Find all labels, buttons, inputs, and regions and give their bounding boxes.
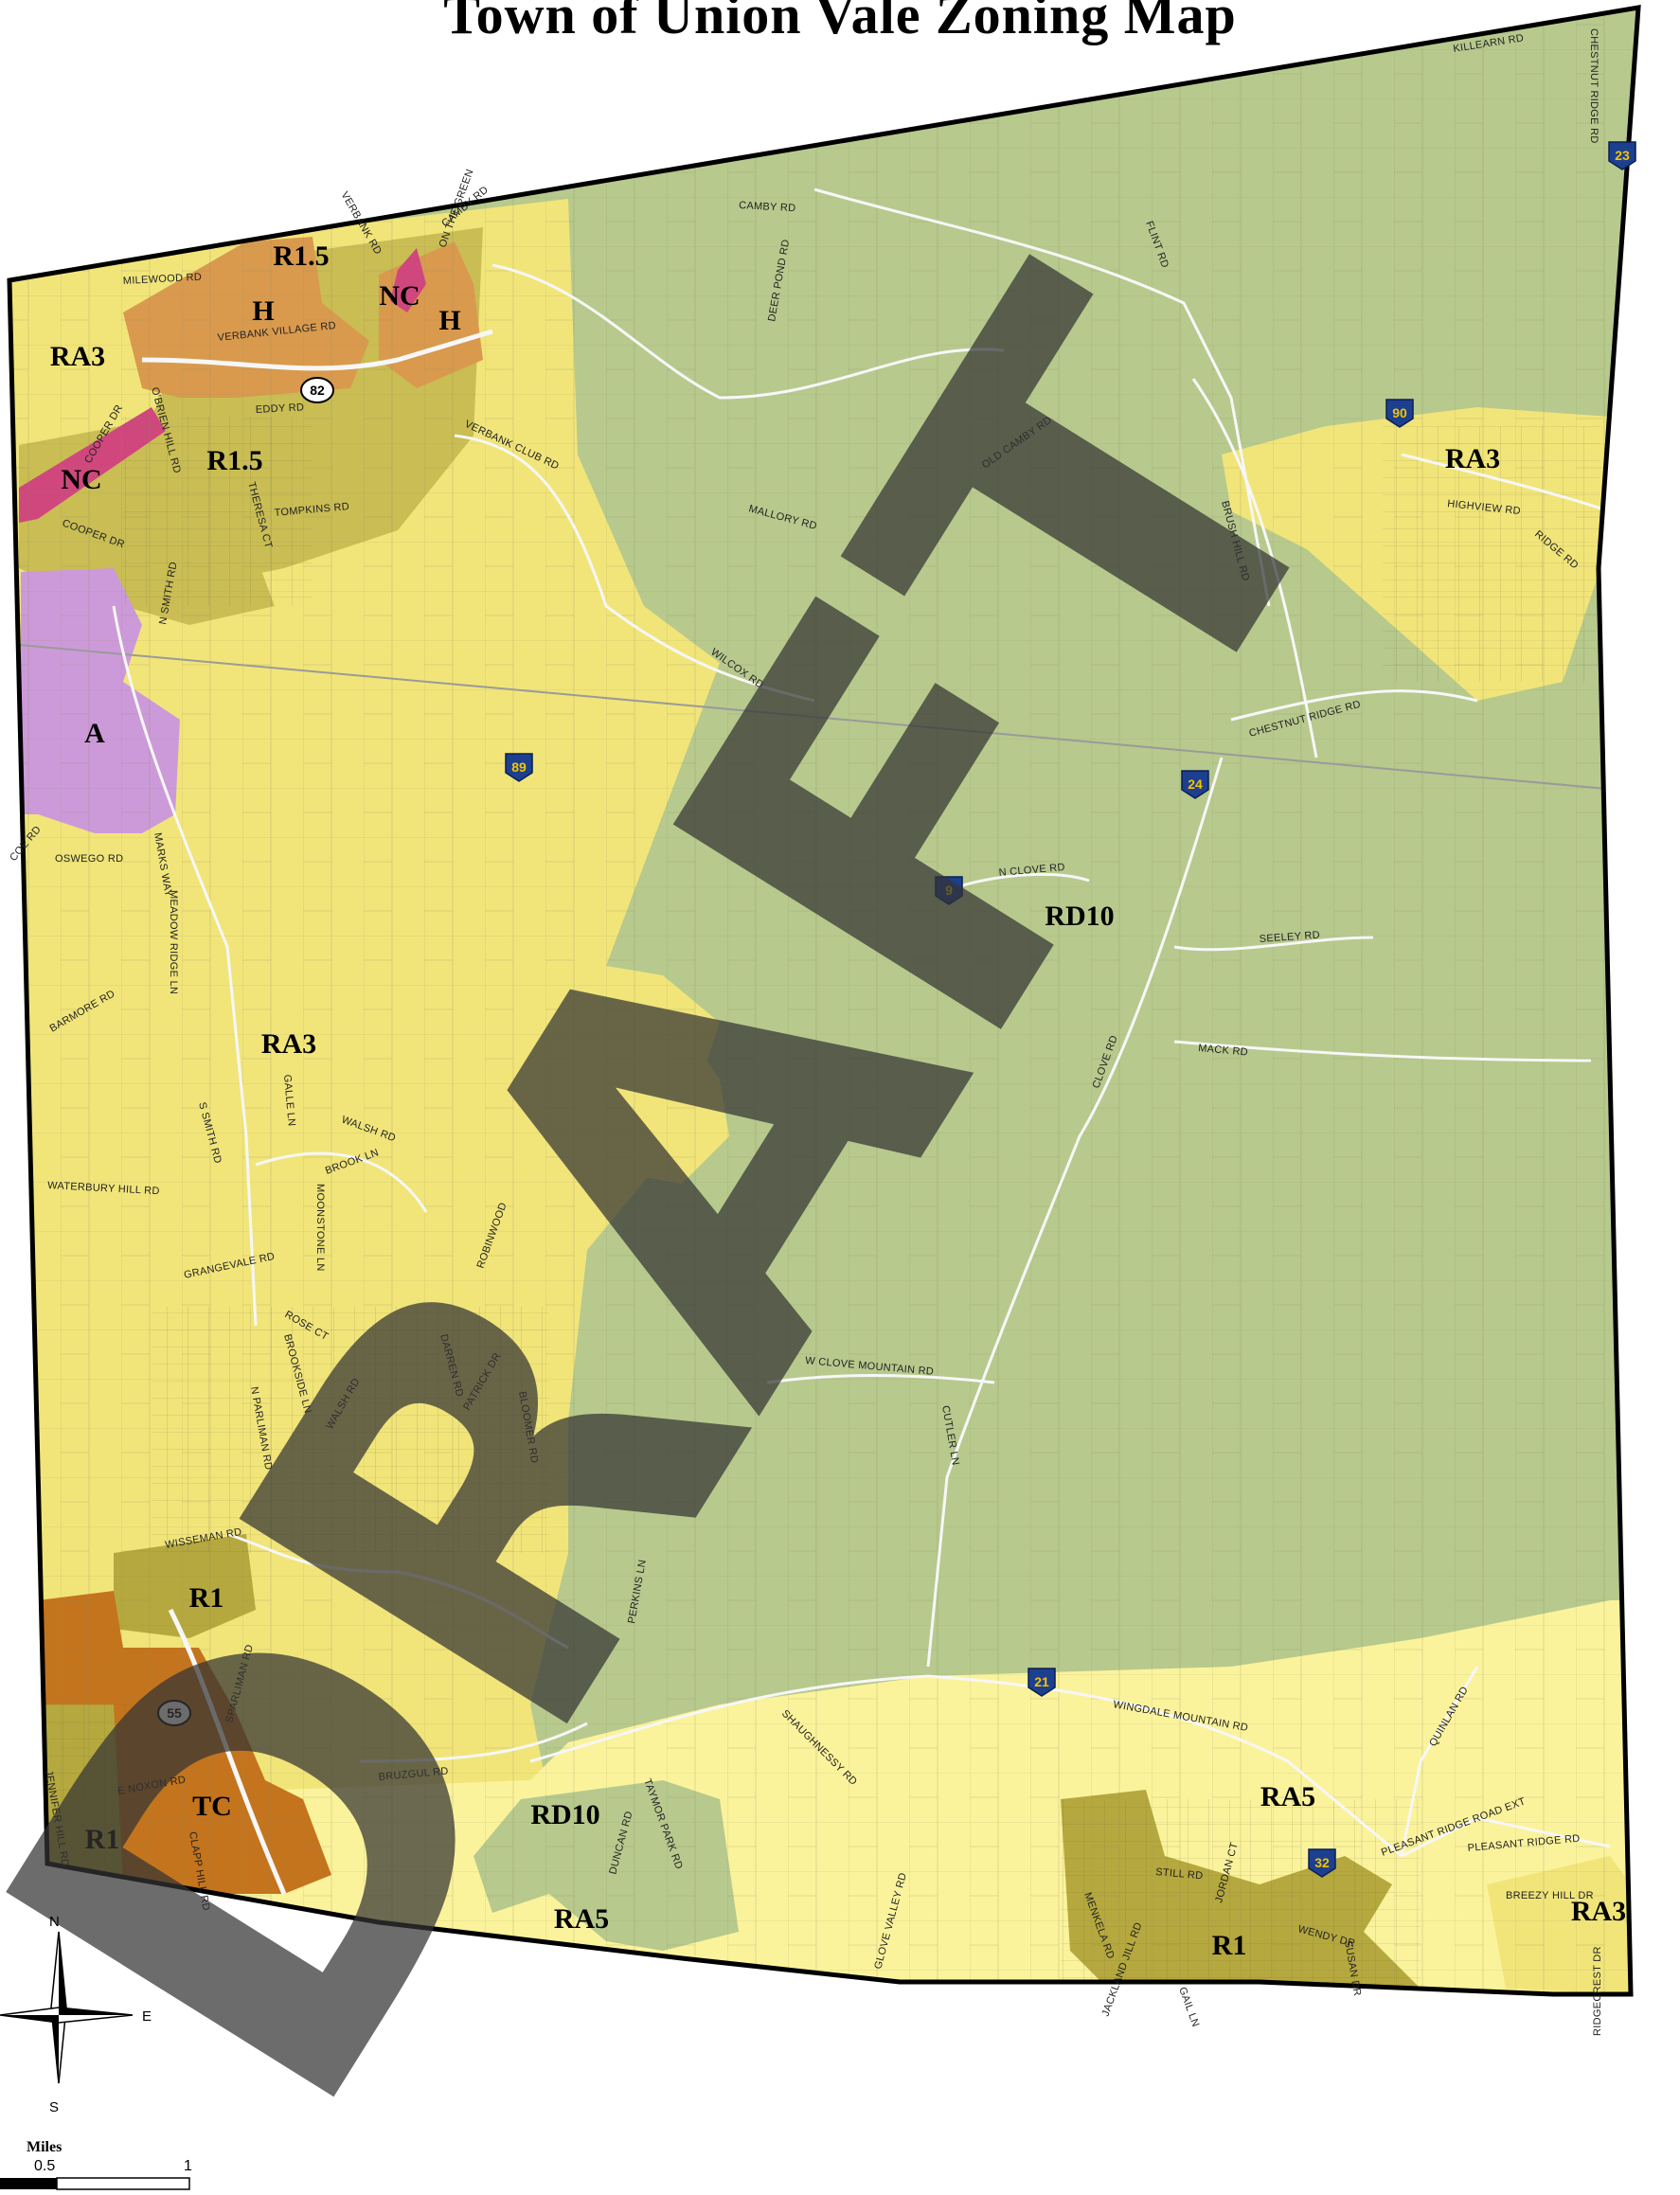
route-shield-9: 9: [935, 876, 963, 905]
road-quinlan[interactable]: [1400, 1666, 1479, 1857]
zone-label-r15-north[interactable]: R1.5: [273, 241, 329, 272]
road-route-82[interactable]: [141, 329, 493, 371]
zone-label-h-west[interactable]: H: [252, 295, 274, 327]
road-label-milewood: MILEWOOD RD: [123, 272, 203, 287]
road-label-still: STILL RD: [1155, 1866, 1204, 1882]
zone-label-ra3-northwest[interactable]: RA3: [50, 341, 105, 372]
zone-labels: RA3 R1.5 H NC H NC R1.5 RA3 A RA3 RD10 R…: [50, 241, 1626, 1961]
road-label-oswego: OSWEGO RD: [55, 853, 123, 865]
route-number-89: 89: [511, 759, 527, 775]
road-label-breezy-hill: BREEZY HILL DR: [1506, 1890, 1594, 1901]
rail-line: [9, 643, 1638, 796]
compass-n: N: [49, 1914, 60, 1930]
road-w-clove-mountain[interactable]: [766, 1374, 995, 1384]
road-camby[interactable]: [813, 187, 1271, 607]
road-mallory[interactable]: [491, 263, 1005, 400]
route-number-32: 32: [1314, 1855, 1330, 1870]
route-number-9: 9: [945, 883, 953, 898]
zone-label-r1-southwest[interactable]: R1: [189, 1582, 224, 1614]
road-walsh[interactable]: [255, 1151, 428, 1213]
road-chestnut-ridge-south[interactable]: [1230, 689, 1478, 722]
route-number-24: 24: [1188, 776, 1203, 792]
zone-label-h-east[interactable]: H: [438, 305, 460, 336]
road-bruzgul[interactable]: [359, 1722, 588, 1763]
route-shields: 82 89 9 24 90 23 21 32 55: [157, 141, 1636, 1878]
road-label-eddy: EDDY RD: [256, 402, 305, 416]
zone-label-ra3-central[interactable]: RA3: [261, 1028, 316, 1060]
road-brush-hill[interactable]: [1191, 378, 1318, 758]
scale-mid: 0.5: [34, 2158, 55, 2174]
road-label-meadow-ridge: MEADOW RIDGE LN: [168, 890, 179, 994]
zone-label-r1-far-southwest[interactable]: R1: [85, 1824, 120, 1855]
zone-label-r1-south[interactable]: R1: [1212, 1930, 1247, 1961]
route-number-55: 55: [167, 1705, 182, 1721]
route-number-21: 21: [1034, 1674, 1049, 1689]
zone-label-rd10-south[interactable]: RD10: [530, 1799, 599, 1830]
route-shield-24: 24: [1181, 770, 1209, 799]
road-label-ridgecrest: RIDGECREST DR: [1592, 1946, 1603, 2036]
route-shield-21: 21: [1028, 1668, 1056, 1697]
dense-parcels: [38, 417, 1600, 1989]
zone-label-rd10-central[interactable]: RD10: [1045, 901, 1114, 932]
zone-label-tc[interactable]: TC: [192, 1791, 232, 1822]
scale-bar: Miles 0.5 1: [0, 2139, 192, 2190]
road-smith[interactable]: [112, 605, 258, 1327]
road-label-gail: GAIL LN: [1176, 1986, 1201, 2028]
route-shield-89: 89: [505, 753, 533, 782]
route-number-90: 90: [1392, 405, 1407, 420]
compass-s: S: [49, 2099, 59, 2115]
road-label-camby: CAMBY RD: [739, 200, 796, 214]
road-route-55[interactable]: [168, 1608, 287, 1895]
zone-label-a[interactable]: A: [84, 718, 105, 749]
zone-label-ra5-east[interactable]: RA5: [1260, 1781, 1315, 1812]
route-shield-23: 23: [1608, 141, 1636, 170]
road-mack[interactable]: [1173, 1040, 1592, 1062]
road-n-clove[interactable]: [946, 872, 1090, 892]
compass-e: E: [142, 2008, 152, 2025]
zone-label-ra3-northeast[interactable]: RA3: [1445, 443, 1500, 474]
road-label-seeley: SEELEY RD: [1259, 930, 1320, 945]
route-shield-32: 32: [1308, 1848, 1336, 1878]
zone-label-nc-west[interactable]: NC: [61, 464, 101, 495]
zone-label-nc-north[interactable]: NC: [379, 280, 420, 312]
route-shield-90: 90: [1385, 399, 1414, 428]
road-highview[interactable]: [1401, 453, 1611, 513]
north-arrow: N E S: [0, 1914, 152, 2115]
scale-title: Miles: [27, 2139, 62, 2155]
route-number-82: 82: [310, 383, 325, 398]
road-wilcox[interactable]: [454, 434, 815, 703]
road-label-chestnut-ridge-n: CHESTNUT RIDGE RD: [1588, 28, 1600, 144]
road-wingdale-mountain[interactable]: [529, 1674, 1403, 1858]
road-seeley[interactable]: [1173, 936, 1374, 952]
road-clove[interactable]: [926, 757, 1224, 1668]
scale-end: 1: [184, 2158, 192, 2174]
route-shield-82: 82: [300, 377, 334, 403]
zone-label-r15-west[interactable]: R1.5: [206, 445, 262, 476]
zone-label-ra5-south[interactable]: RA5: [554, 1903, 609, 1935]
zone-label-ra3-southeast[interactable]: RA3: [1571, 1896, 1626, 1927]
road-pleasant-ridge[interactable]: [1401, 1816, 1611, 1858]
road-wisseman[interactable]: [226, 1532, 569, 1650]
route-number-23: 23: [1615, 148, 1630, 163]
road-label-moonstone: MOONSTONE LN: [314, 1184, 326, 1272]
town-boundary: [7, 5, 1641, 1997]
map-title: Town of Union Vale Zoning Map: [443, 0, 1237, 45]
road-label-galle: GALLE LN: [281, 1074, 297, 1127]
road-network: [9, 187, 1638, 1895]
route-shield-55: 55: [157, 1700, 191, 1726]
road-label-mack: MACK RD: [1198, 1043, 1249, 1059]
